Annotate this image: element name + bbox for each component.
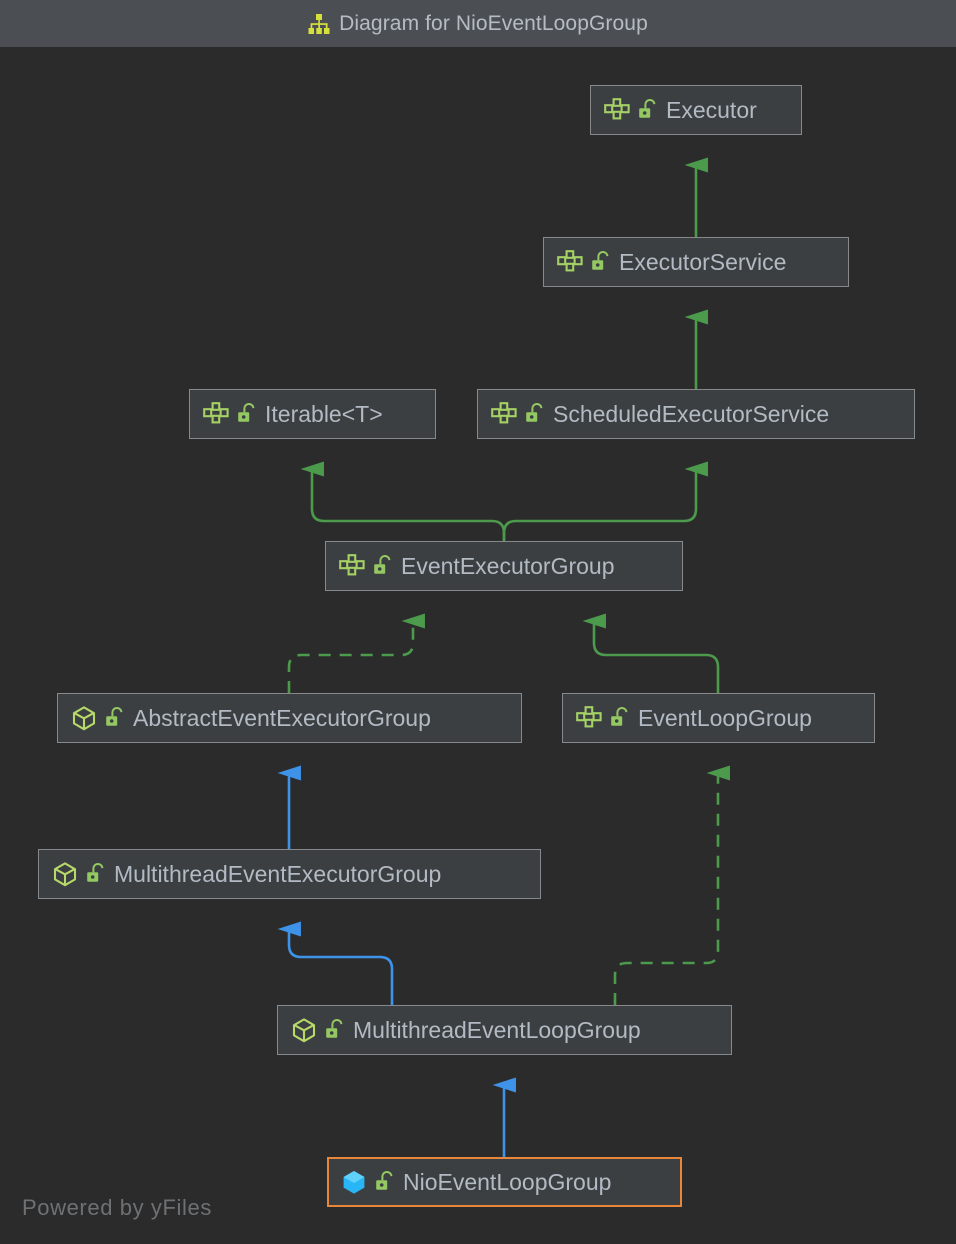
node-multithreadeventexecutorgroup[interactable]: MultithreadEventExecutorGroup (38, 849, 541, 899)
unlocked-icon (639, 99, 657, 121)
node-eventloopgroup[interactable]: EventLoopGroup (562, 693, 875, 743)
node-label: EventLoopGroup (638, 704, 812, 731)
page-title: Diagram for NioEventLoopGroup (339, 11, 648, 35)
edge-eventexecutorgroup-to-scheduledexecutorservice (502, 461, 708, 541)
edge-abstracteventexecutorgroup-to-eventexecutorgroup (287, 613, 425, 693)
edge-eventloopgroup-to-eventexecutorgroup (582, 613, 720, 693)
node-abstracteventexecutorgroup[interactable]: AbstractEventExecutorGroup (57, 693, 522, 743)
unlocked-icon (238, 403, 256, 425)
node-label: ExecutorService (619, 248, 787, 275)
node-eventexecutorgroup[interactable]: EventExecutorGroup (325, 541, 683, 591)
node-nioeventloopgroup[interactable]: NioEventLoopGroup (327, 1157, 682, 1207)
unlocked-icon (374, 555, 392, 577)
interface-icon (604, 98, 630, 122)
node-label: MultithreadEventExecutorGroup (114, 860, 442, 887)
abstract-class-icon (52, 861, 78, 887)
node-label: ScheduledExecutorService (553, 400, 830, 427)
edge-layer (277, 157, 730, 1157)
yfiles-watermark: Powered by yFiles (22, 1195, 212, 1220)
interface-icon (557, 250, 583, 274)
node-label: Iterable<T> (265, 400, 383, 427)
node-label: MultithreadEventLoopGroup (353, 1016, 641, 1043)
node-iterable[interactable]: Iterable<T> (189, 389, 436, 439)
node-multithreadeventloopgroup[interactable]: MultithreadEventLoopGroup (277, 1005, 732, 1055)
node-label: NioEventLoopGroup (403, 1168, 612, 1195)
edge-eventexecutorgroup-to-iterable (300, 461, 506, 541)
hierarchy-icon (308, 13, 330, 35)
node-executor[interactable]: Executor (590, 85, 802, 135)
node-executorservice[interactable]: ExecutorService (543, 237, 849, 287)
unlocked-icon (326, 1019, 344, 1041)
abstract-class-icon (71, 705, 97, 731)
node-label: AbstractEventExecutorGroup (133, 704, 431, 731)
node-label: Executor (666, 96, 757, 123)
unlocked-icon (592, 251, 610, 273)
window-title-bar: Diagram for NioEventLoopGroup (0, 0, 956, 47)
unlocked-icon (106, 707, 124, 729)
node-label: EventExecutorGroup (401, 552, 615, 579)
unlocked-icon (611, 707, 629, 729)
node-scheduledexecutorservice[interactable]: ScheduledExecutorService (477, 389, 915, 439)
interface-icon (339, 554, 365, 578)
abstract-class-icon (291, 1017, 317, 1043)
interface-icon (576, 706, 602, 730)
unlocked-icon (87, 863, 105, 885)
interface-icon (203, 402, 229, 426)
interface-icon (491, 402, 517, 426)
concrete-class-icon (341, 1169, 367, 1195)
edge-multithreadeventloopgroup-to-multithreadeventexecutorgroup (277, 921, 394, 1005)
unlocked-icon (376, 1171, 394, 1193)
unlocked-icon (526, 403, 544, 425)
edge-multithreadeventloopgroup-to-eventloopgroup (613, 765, 730, 1005)
